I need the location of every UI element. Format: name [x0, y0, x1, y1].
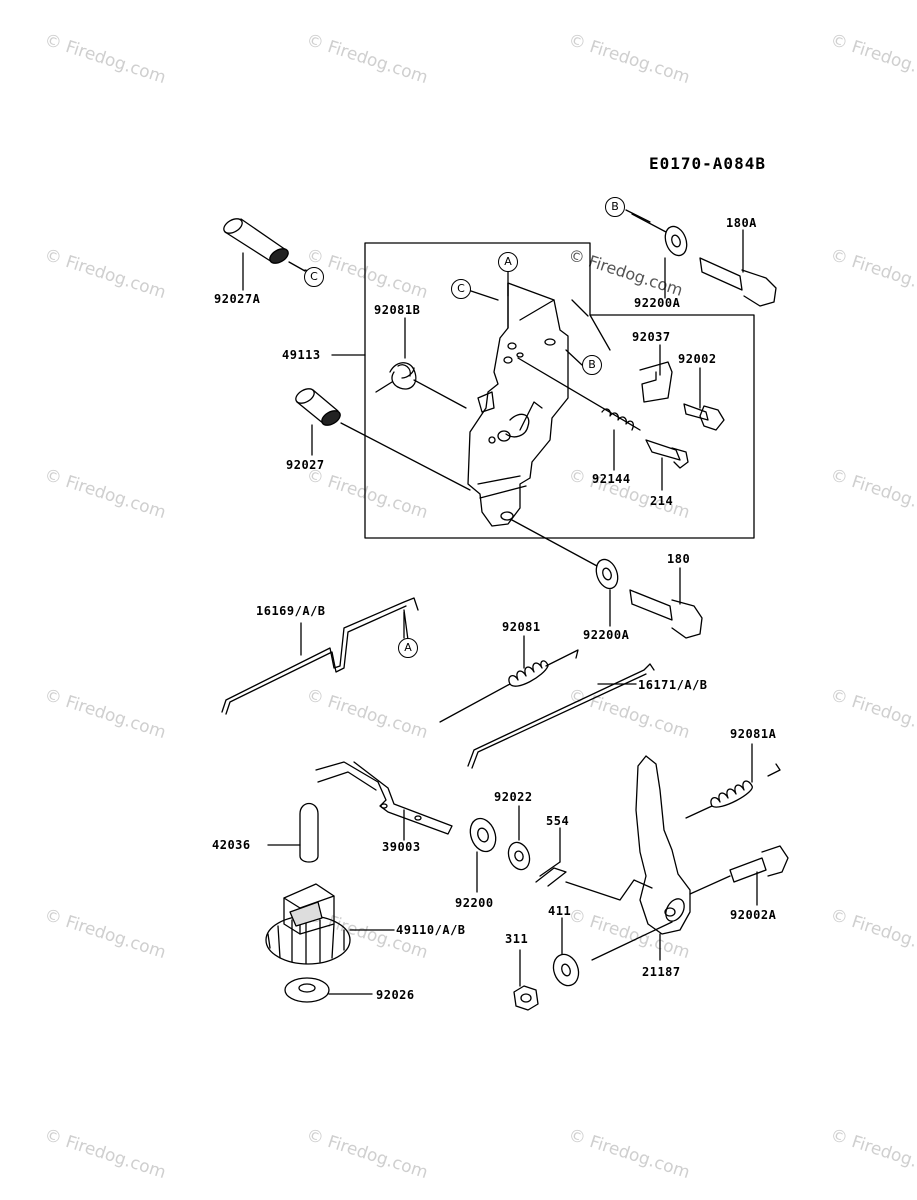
rod-16171 [467, 663, 655, 769]
part-label: 92200A [634, 296, 681, 310]
part-label: 39003 [382, 840, 421, 854]
diagram-code: E0170-A084B [649, 154, 766, 173]
sleeve-92027A [223, 218, 306, 291]
part-label: 92002A [730, 908, 777, 922]
part-label: 49110/A/B [396, 923, 466, 937]
callout-b: B [582, 355, 602, 375]
clip-554 [535, 827, 567, 887]
callout-a: A [398, 638, 418, 658]
part-label: 180A [726, 216, 757, 230]
lever-21187 [565, 755, 691, 961]
part-label: 92027A [214, 292, 261, 306]
part-label: 92081B [374, 303, 421, 317]
part-label: 214 [650, 494, 674, 508]
spring-92081 [439, 635, 579, 723]
part-label: 180 [667, 552, 691, 566]
part-label: 42036 [212, 838, 251, 852]
part-label: 21187 [642, 965, 681, 979]
part-label: 92200 [455, 896, 494, 910]
part-label: 49113 [282, 348, 321, 362]
washer-92200 [469, 817, 497, 893]
bolt-180A [571, 229, 777, 351]
part-label: 92144 [592, 472, 631, 486]
washer-92022 [507, 805, 531, 871]
rod-16169 [221, 597, 419, 715]
spring-92081B [375, 317, 467, 409]
part-label: 92026 [376, 988, 415, 1002]
part-label: 554 [546, 814, 570, 828]
gear-49110 [265, 883, 395, 965]
part-label: 92200A [583, 628, 630, 642]
part-label: 16171/A/B [638, 678, 708, 692]
washer-92200A [511, 519, 619, 627]
callout-a: A [498, 252, 518, 272]
part-label: 92037 [632, 330, 671, 344]
washer-92200A-top [631, 213, 688, 299]
bolt-92002 [683, 367, 725, 431]
part-label: 16169/A/B [256, 604, 326, 618]
washer-92026 [284, 977, 373, 1003]
spring-92081A [685, 743, 781, 819]
part-label: 92027 [286, 458, 325, 472]
spring-92144 [601, 408, 634, 471]
bolt-180 [629, 567, 703, 639]
washer-411 [552, 917, 580, 987]
arm-39003 [315, 761, 453, 841]
governor-plate [467, 282, 641, 527]
part-label: 411 [548, 904, 572, 918]
part-label: 92081 [502, 620, 541, 634]
callout-b: B [605, 197, 625, 217]
part-label: 92081A [730, 727, 777, 741]
callout-c: C [451, 279, 471, 299]
callout-c: C [304, 267, 324, 287]
part-label: 92022 [494, 790, 533, 804]
part-label: 92002 [678, 352, 717, 366]
bolt-92002A [689, 845, 789, 906]
bracket-92037 [639, 344, 673, 403]
sleeve-92027 [295, 388, 471, 491]
nut-311 [513, 949, 539, 1011]
pin-42036 [267, 802, 319, 863]
assembly-box [364, 242, 755, 539]
part-label: 311 [505, 932, 529, 946]
screw-214 [645, 439, 689, 491]
